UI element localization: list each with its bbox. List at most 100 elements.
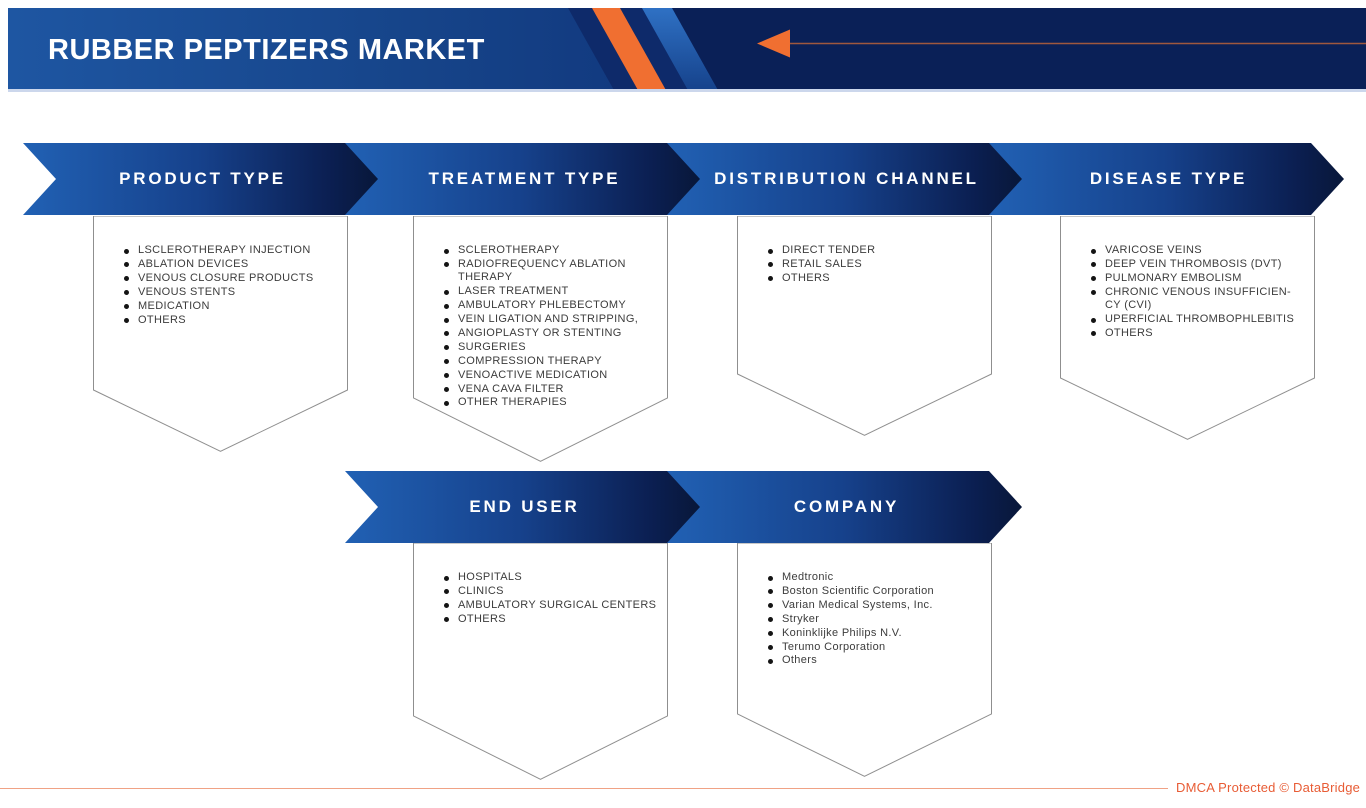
segment-title-end-user: END USER bbox=[469, 497, 580, 516]
list-item: VARICOSE VEINS bbox=[1091, 244, 1307, 257]
list-item-text: VENOUS CLOSURE PRODUCTS bbox=[138, 271, 314, 284]
list-item-text: OTHER THERAPIES bbox=[458, 396, 567, 409]
list-item-text: ABLATION DEVICES bbox=[138, 257, 249, 270]
segment-banner-product-type: PRODUCT TYPE bbox=[23, 143, 378, 215]
list-item: VENOACTIVE MEDICATION bbox=[444, 369, 660, 382]
list-item-text: AMBULATORY SURGICAL CENTERS bbox=[458, 598, 657, 611]
list-item: SCLEROTHERAPY bbox=[444, 244, 660, 257]
list-item-text: ANGIOPLASTY OR STENTING bbox=[458, 326, 622, 339]
bullet-icon bbox=[768, 603, 773, 609]
bullet-icon bbox=[444, 617, 449, 623]
list-item: CLINICS bbox=[444, 585, 660, 598]
list-item: DEEP VEIN THROMBOSIS (DVT) bbox=[1091, 258, 1307, 271]
bullet-icon bbox=[1091, 290, 1096, 296]
bullet-icon bbox=[444, 603, 449, 609]
list-item-text: Stryker bbox=[782, 612, 820, 625]
list-item: LSCLEROTHERAPY INJECTION bbox=[124, 244, 340, 257]
list-item-text: OTHERS bbox=[1105, 326, 1153, 339]
segment-banner-end-user: END USER bbox=[345, 471, 700, 543]
list-item-text: Medtronic bbox=[782, 571, 834, 583]
segment-banner-company: COMPANY bbox=[667, 471, 1022, 543]
list-item-text: Koninklijke Philips N.V. bbox=[782, 626, 902, 639]
panel-outline-shape bbox=[737, 216, 992, 436]
bullet-icon bbox=[124, 276, 129, 282]
list-item: Stryker bbox=[768, 613, 984, 626]
bullet-icon bbox=[768, 631, 773, 637]
list-item-text: DEEP VEIN THROMBOSIS (DVT) bbox=[1105, 257, 1282, 270]
bullet-icon bbox=[768, 645, 773, 651]
bullet-icon bbox=[444, 331, 449, 337]
list-item: ANGIOPLASTY OR STENTING bbox=[444, 327, 660, 340]
list-item-text: VENOACTIVE MEDICATION bbox=[458, 368, 608, 381]
list-item: UPERFICIAL THROMBOPHLEBITIS bbox=[1091, 313, 1307, 326]
list-item-text: LSCLEROTHERAPY INJECTION bbox=[138, 244, 311, 256]
bullet-icon bbox=[444, 262, 449, 268]
header-right-fill bbox=[671, 8, 1366, 89]
bullet-icon bbox=[444, 400, 449, 406]
bullet-icon bbox=[444, 359, 449, 365]
panel-outline-shape bbox=[1060, 216, 1315, 440]
list-item-text: OTHERS bbox=[782, 271, 830, 284]
list-item: Boston Scientific Corporation bbox=[768, 585, 984, 598]
bullet-icon bbox=[124, 290, 129, 296]
list-item-text: VENOUS STENTS bbox=[138, 285, 236, 298]
segment-title-product-type: PRODUCT TYPE bbox=[119, 169, 286, 188]
bullet-icon bbox=[1091, 276, 1096, 282]
list-item-text: RADIOFREQUENCY ABLATION THERAPY bbox=[458, 257, 626, 284]
list-item: Medtronic bbox=[768, 571, 984, 584]
bullet-icon bbox=[124, 248, 129, 254]
bullet-icon bbox=[768, 248, 773, 254]
segment-banner-disease-type: DISEASE TYPE bbox=[989, 143, 1344, 215]
bullet-icon bbox=[768, 617, 773, 623]
bullet-icon bbox=[444, 345, 449, 351]
segment-title-treatment-type: TREATMENT TYPE bbox=[428, 169, 621, 188]
panel-outline-shape bbox=[413, 543, 668, 780]
panel-outline-shape bbox=[737, 543, 992, 777]
list-item-text: UPERFICIAL THROMBOPHLEBITIS bbox=[1105, 313, 1295, 326]
bullet-icon bbox=[444, 373, 449, 379]
bullet-icon bbox=[444, 575, 449, 581]
bullet-icon bbox=[768, 575, 773, 581]
list-item-text: DIRECT TENDER bbox=[782, 244, 876, 256]
blue-stripe bbox=[642, 8, 718, 89]
list-item-text: MEDICATION bbox=[138, 299, 210, 312]
list-item: AMBULATORY SURGICAL CENTERS bbox=[444, 599, 660, 612]
page-title: RUBBER PEPTIZERS MARKET bbox=[48, 33, 485, 66]
list-item-text: OTHERS bbox=[458, 612, 506, 625]
list-item-text: Terumo Corporation bbox=[782, 640, 886, 653]
bullet-icon bbox=[1091, 262, 1096, 268]
list-item: VEIN LIGATION AND STRIPPING, bbox=[444, 313, 660, 326]
list-item: SURGERIES bbox=[444, 341, 660, 354]
list-item: OTHERS bbox=[124, 314, 340, 327]
list-item-text: PULMONARY EMBOLISM bbox=[1105, 271, 1242, 284]
list-item: OTHERS bbox=[1091, 327, 1307, 340]
bullet-icon bbox=[1091, 331, 1096, 337]
list-item: OTHERS bbox=[444, 613, 660, 626]
bullet-icon bbox=[768, 276, 773, 282]
list-item: MEDICATION bbox=[124, 300, 340, 313]
bullet-icon bbox=[768, 262, 773, 268]
header-stripes-decor bbox=[568, 8, 1366, 89]
list-item-text: CLINICS bbox=[458, 584, 504, 597]
list-item-text: SURGERIES bbox=[458, 340, 526, 353]
list-item-text: LASER TREATMENT bbox=[458, 285, 569, 298]
segment-title-disease-type: DISEASE TYPE bbox=[1089, 169, 1248, 188]
list-item: Others bbox=[768, 654, 984, 667]
segment-banner-distribution-channel: DISTRIBUTION CHANNEL bbox=[667, 143, 1022, 215]
list-item: LASER TREATMENT bbox=[444, 285, 660, 298]
list-item: HOSPITALS bbox=[444, 571, 660, 584]
list-item-text: CHRONIC VENOUS INSUFFICIEN- CY (CVI) bbox=[1105, 285, 1292, 312]
footer-divider-line bbox=[0, 788, 1168, 789]
list-item: Varian Medical Systems, Inc. bbox=[768, 599, 984, 612]
bullet-icon bbox=[124, 304, 129, 310]
list-item: AMBULATORY PHLEBECTOMY bbox=[444, 299, 660, 312]
bullet-icon bbox=[444, 303, 449, 309]
bullet-icon bbox=[124, 262, 129, 268]
